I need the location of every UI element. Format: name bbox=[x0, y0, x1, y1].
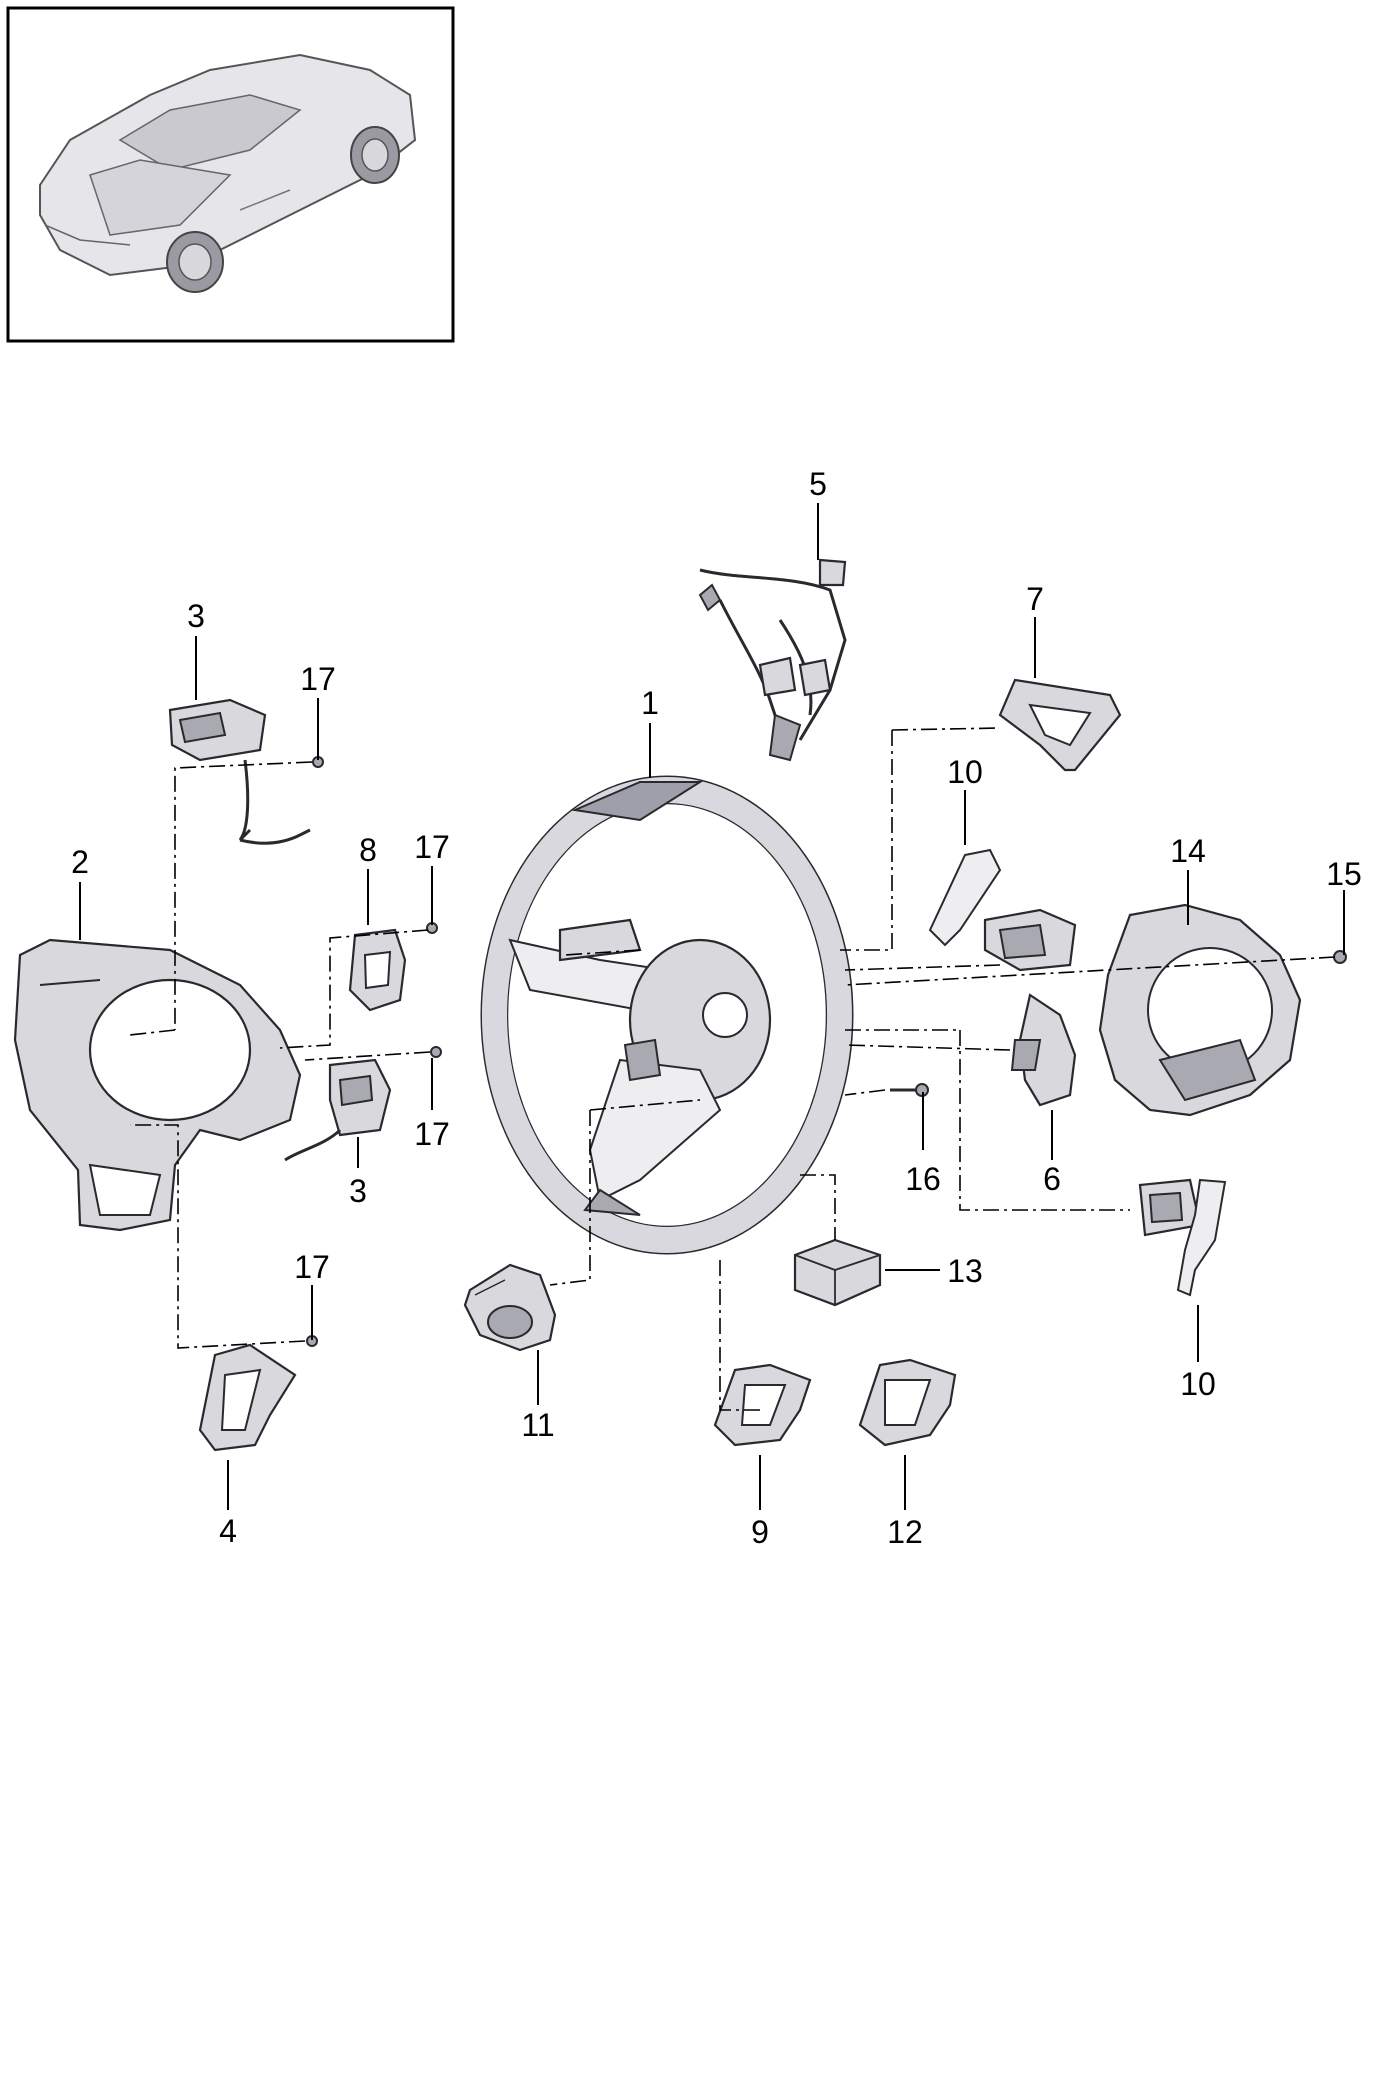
trim-12 bbox=[858, 1358, 957, 1447]
callout-13: 13 bbox=[947, 1253, 983, 1289]
callout-6: 6 bbox=[1043, 1161, 1061, 1197]
callout-15: 15 bbox=[1326, 856, 1362, 892]
callout-8: 8 bbox=[359, 832, 377, 868]
callout-5: 5 bbox=[809, 466, 827, 502]
callout-17-c: 17 bbox=[414, 1116, 450, 1152]
callout-1: 1 bbox=[641, 685, 659, 721]
car-thumbnail bbox=[6, 6, 455, 343]
callout-10-lower: 10 bbox=[1180, 1366, 1216, 1402]
callout-17-b: 17 bbox=[414, 829, 450, 865]
callout-11: 11 bbox=[521, 1407, 554, 1443]
callout-17-a: 17 bbox=[300, 661, 336, 697]
column-shroud bbox=[1098, 903, 1302, 1117]
bracket-8 bbox=[348, 928, 407, 1012]
switch-bracket bbox=[198, 1343, 297, 1452]
paddle-lower bbox=[1138, 1178, 1227, 1297]
callout-16: 16 bbox=[905, 1161, 941, 1197]
cover-small bbox=[1010, 993, 1077, 1107]
callout-3-upper: 3 bbox=[187, 598, 205, 634]
callout-3-lower: 3 bbox=[349, 1173, 367, 1209]
trim-9 bbox=[713, 1363, 812, 1447]
screws-17 bbox=[306, 756, 442, 1347]
steering-wheel bbox=[480, 775, 854, 1255]
wiring-harness bbox=[698, 558, 847, 762]
trim-cover bbox=[13, 938, 302, 1232]
callout-2: 2 bbox=[71, 844, 89, 880]
callout-labels: 1 2 3 3 4 5 6 7 8 9 10 10 11 12 13 14 15… bbox=[71, 466, 1362, 1550]
callout-9: 9 bbox=[751, 1514, 769, 1550]
callout-7: 7 bbox=[1026, 581, 1044, 617]
callout-4: 4 bbox=[219, 1513, 237, 1549]
switch-module-upper bbox=[168, 698, 311, 845]
callout-17-d: 17 bbox=[294, 1249, 330, 1285]
cover-upper-right bbox=[998, 678, 1122, 772]
switch-module-lower bbox=[284, 1058, 392, 1162]
car-icon bbox=[39, 53, 417, 293]
leader-lines bbox=[79, 503, 1345, 1510]
module-11 bbox=[463, 1263, 557, 1352]
control-unit bbox=[793, 1238, 882, 1307]
assembly-lines bbox=[129, 727, 1336, 1411]
callout-12: 12 bbox=[887, 1514, 923, 1550]
screw-16 bbox=[890, 1083, 929, 1097]
paddle-upper bbox=[928, 848, 1077, 972]
callout-14: 14 bbox=[1170, 833, 1206, 869]
callout-10-upper: 10 bbox=[947, 754, 983, 790]
